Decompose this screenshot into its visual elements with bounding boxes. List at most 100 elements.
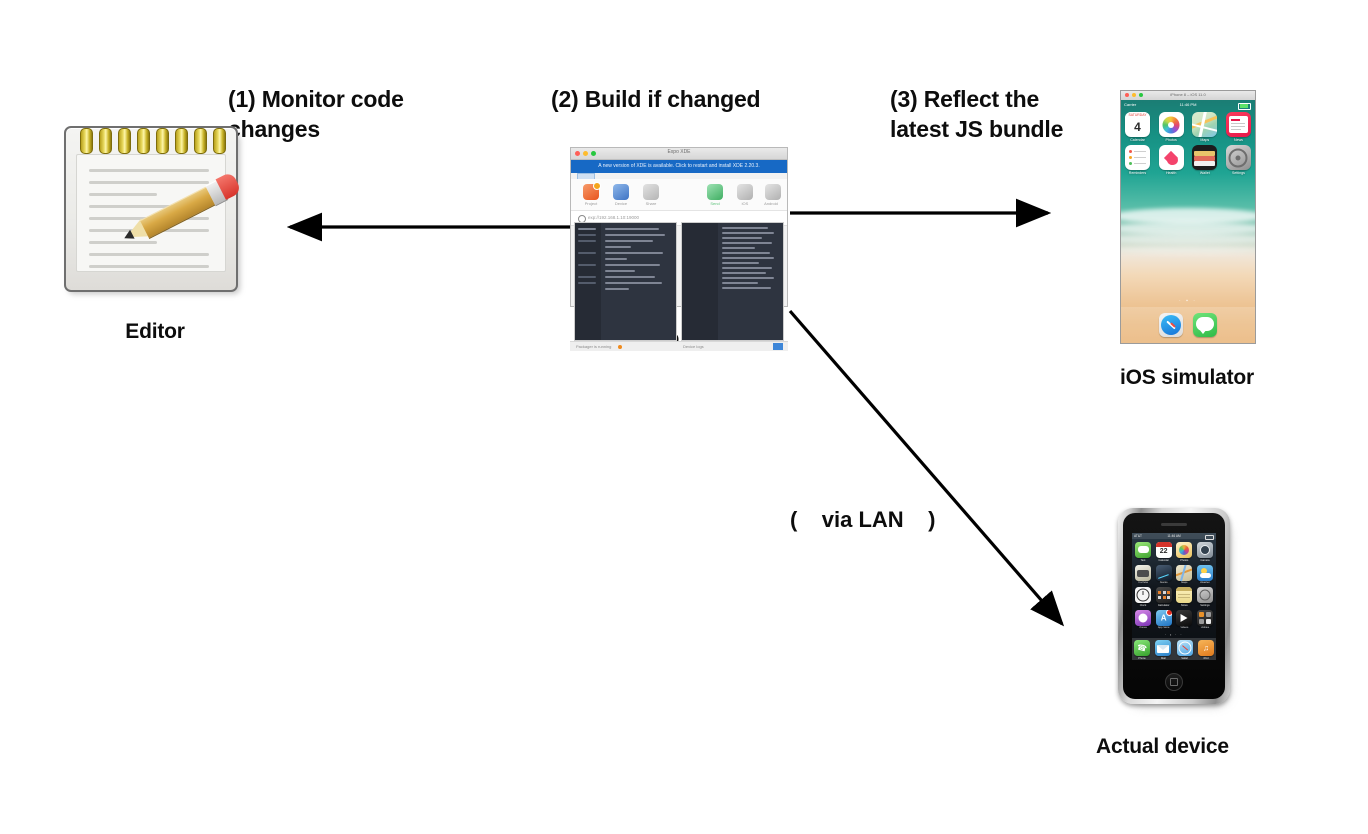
dock-app-ipod[interactable]: ♫ iPod [1197, 640, 1214, 660]
app-label: Utilities [1200, 626, 1210, 629]
app-row-2: Reminders Health [1125, 145, 1251, 175]
dock-app-safari[interactable]: Safari [1176, 640, 1193, 660]
device-app-itunes[interactable]: iTunes [1135, 609, 1151, 629]
close-icon[interactable] [1125, 93, 1129, 97]
log-panes [570, 222, 788, 341]
app-maps[interactable]: Maps [1192, 112, 1218, 142]
device-app-text[interactable]: Text [1135, 542, 1151, 562]
app-health[interactable]: Health [1158, 145, 1184, 175]
app-label: iPod [1203, 656, 1209, 660]
clock-label: 11:46 PM [1179, 102, 1197, 107]
send-icon[interactable] [707, 184, 723, 200]
device-app-row: Clock [1135, 587, 1213, 607]
app-label: Maps [1181, 581, 1188, 584]
dock-app-messages[interactable] [1193, 313, 1217, 337]
packager-log-pane[interactable] [574, 222, 677, 341]
arrow-xde-to-device [788, 309, 1065, 627]
node-editor[interactable]: Editor [62, 118, 248, 344]
app-news[interactable]: News [1225, 112, 1251, 142]
dock-app-mail[interactable]: Mail [1155, 640, 1172, 660]
device-app-camera[interactable]: Camera [1196, 542, 1213, 562]
device-app-youtube[interactable]: YouTube [1135, 564, 1151, 584]
app-label: Mail [1160, 656, 1166, 660]
device-app-videos[interactable]: Videos [1176, 609, 1193, 629]
app-label: Safari [1181, 656, 1189, 660]
url-bar-text: exp://192.168.1.10:19000 [588, 215, 640, 220]
simulator-title: iPhone 8 – iOS 11.0 [1170, 92, 1206, 97]
lan-annotation: ( via LAN ) [790, 507, 936, 532]
app-label: Maps [1200, 138, 1210, 142]
device-app-photos[interactable]: Photos [1176, 542, 1193, 562]
spiral-rings-icon [80, 128, 226, 154]
device-app-row: iTunes A App Store [1135, 609, 1213, 629]
app-label: Wallet [1199, 171, 1210, 175]
node-ios-simulator[interactable]: iPhone 8 – iOS 11.0 Carrier 11:46 PM [1120, 90, 1256, 390]
app-label: YouTube [1137, 581, 1149, 584]
expo-xde-window-screenshot: Expo XDE A new version of XDE is availab… [570, 147, 788, 351]
device-app-weather[interactable]: Weather [1196, 564, 1213, 584]
app-label: Calculator [1157, 603, 1170, 607]
share-icon[interactable] [643, 184, 659, 200]
device-app-clock[interactable]: Clock [1135, 587, 1151, 607]
app-label: Reminders [1128, 171, 1147, 175]
ios-icon[interactable] [737, 184, 753, 200]
node-actual-device[interactable]: AT&T 11:46 AM Text [1096, 508, 1238, 759]
minimize-icon[interactable] [1132, 93, 1136, 97]
app-label: Stocks [1159, 581, 1168, 584]
earpiece-icon [1161, 523, 1187, 526]
notification-badge [1165, 609, 1172, 616]
dock [1121, 307, 1255, 343]
dock-app-safari[interactable] [1159, 313, 1183, 337]
app-settings[interactable]: Settings [1225, 145, 1251, 175]
app-label: News [1233, 138, 1243, 142]
device-icon-label: Device [614, 201, 628, 206]
device-app-maps[interactable]: Maps [1176, 564, 1193, 584]
ios-simulator-screenshot: iPhone 8 – iOS 11.0 Carrier 11:46 PM [1120, 90, 1256, 344]
close-icon[interactable] [575, 151, 580, 156]
device-log-pane[interactable] [681, 222, 784, 341]
device-screen[interactable]: AT&T 11:46 AM Text [1132, 533, 1216, 660]
maximize-icon[interactable] [591, 151, 596, 156]
window-title: Expo XDE [667, 149, 691, 155]
maximize-icon[interactable] [1139, 93, 1143, 97]
device-app-utilities[interactable]: Utilities [1196, 609, 1213, 629]
device-app-grid: Text 22 Calendar [1135, 542, 1213, 632]
device-app-stocks[interactable]: Stocks [1155, 564, 1172, 584]
app-reminders[interactable]: Reminders [1125, 145, 1150, 175]
device-app-app-store[interactable]: A App Store [1155, 609, 1172, 629]
dock-app-phone[interactable]: ☎ Phone [1134, 640, 1150, 660]
project-icon[interactable] [583, 182, 601, 200]
android-icon[interactable] [765, 184, 781, 200]
send-icon-label: Send [710, 201, 720, 206]
minimize-icon[interactable] [583, 151, 588, 156]
app-grid: SATURDAY 4 Calendar Photos [1125, 112, 1251, 178]
step-label-2: (2) Build if changed [551, 86, 761, 112]
app-photos[interactable]: Photos [1158, 112, 1184, 142]
app-label: iTunes [1139, 626, 1147, 629]
home-button[interactable] [1165, 673, 1183, 691]
battery-icon [1238, 102, 1251, 110]
device-icon[interactable] [613, 184, 629, 200]
device-app-row: Text 22 Calendar [1135, 542, 1213, 562]
app-wallet[interactable]: Wallet [1192, 145, 1218, 175]
app-calendar[interactable]: SATURDAY 4 Calendar [1125, 112, 1150, 142]
node-expo-xde[interactable]: Expo XDE A new version of XDE is availab… [570, 147, 788, 351]
calendar-day: 22 [1159, 548, 1168, 555]
app-label: Calendar [1158, 558, 1169, 562]
device-page-indicator: · ▪ · · [1164, 633, 1184, 637]
device-app-notes[interactable]: Notes [1176, 587, 1193, 607]
app-label: Health [1165, 171, 1177, 175]
device-app-calendar[interactable]: 22 Calendar [1155, 542, 1172, 562]
simulator-titlebar: iPhone 8 – iOS 11.0 [1121, 91, 1255, 100]
project-icon-label: Project [584, 201, 598, 206]
window-titlebar: Expo XDE [571, 148, 787, 160]
caption-actual-device: Actual device [1096, 735, 1229, 758]
simulator-screen[interactable]: Carrier 11:46 PM SATURDAY 4 Calendar [1121, 100, 1255, 343]
device-app-settings[interactable]: Settings [1196, 587, 1213, 607]
android-icon-label: Android [764, 201, 778, 206]
app-label: Clock [1139, 603, 1147, 607]
device-app-calculator[interactable]: Calculator [1155, 587, 1172, 607]
carrier-label: Carrier [1124, 102, 1137, 107]
update-banner[interactable]: A new version of XDE is available. Click… [571, 160, 787, 173]
